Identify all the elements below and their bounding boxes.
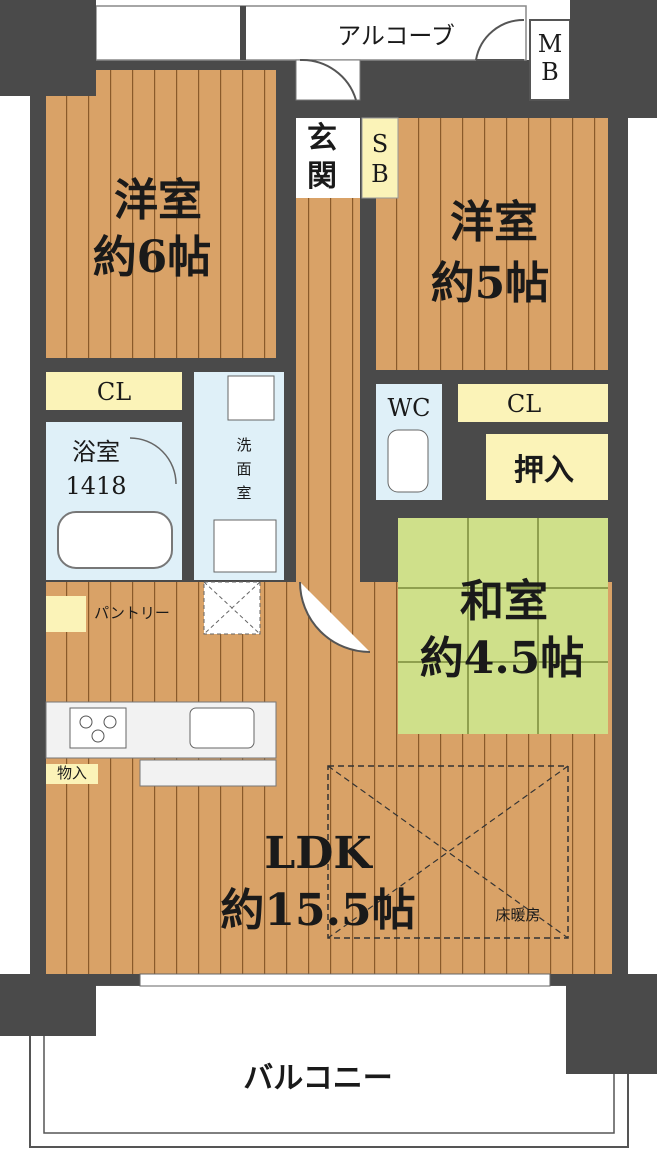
wc-label: WC	[387, 394, 430, 422]
western-5-size: 約5帖	[431, 258, 550, 309]
sb-label-b: B	[371, 160, 389, 188]
tatami-room	[398, 518, 608, 734]
western-5-floor	[376, 118, 608, 370]
corner-column-br	[566, 974, 657, 1074]
western-5-name: 洋室	[450, 197, 538, 248]
mb-label-b: B	[541, 58, 559, 86]
western-6-floor	[46, 70, 276, 358]
ldk-size: 約15.5帖	[220, 885, 415, 936]
oshiire	[486, 434, 608, 500]
balcony-window	[139, 973, 551, 987]
balcony-label: バルコニー	[243, 1061, 392, 1096]
japanese-room-name: 和室	[460, 576, 548, 627]
entrance-label-1: 玄	[307, 121, 337, 156]
floor-heating-label: 床暖房	[495, 906, 540, 924]
pantry	[46, 596, 86, 632]
entrance-label-2: 関	[307, 159, 337, 194]
corner-column-tr	[570, 0, 657, 118]
western-6-name: 洋室	[114, 175, 202, 226]
toilet	[387, 429, 429, 493]
corner-column-tl	[0, 0, 96, 96]
sb-label-s: S	[372, 130, 388, 158]
closet-left-label: CL	[97, 378, 131, 406]
bath-label: 浴室	[72, 438, 120, 466]
western-6-size: 約6帖	[93, 232, 212, 283]
storage-label: 物入	[57, 764, 87, 782]
washer	[227, 375, 275, 421]
hallway-floor	[296, 196, 360, 582]
alcove-label: アルコーブ	[337, 22, 455, 50]
wash-basin	[213, 519, 277, 573]
bath-size-label: 1418	[65, 472, 126, 500]
mb-label-m: M	[538, 30, 563, 58]
closet-right	[458, 384, 608, 422]
entrance-floor	[296, 118, 360, 198]
oshiire-label: 押入	[514, 453, 574, 488]
japanese-room-size: 約4.5帖	[420, 633, 585, 684]
alcove	[95, 5, 527, 101]
washroom-label-1: 洗	[236, 436, 251, 454]
closet-left	[46, 372, 182, 410]
closet-right-label: CL	[507, 390, 541, 418]
kitchen-counter	[45, 701, 277, 787]
bathtub	[57, 511, 173, 569]
meter-box	[529, 19, 571, 101]
floor-heating-area	[327, 765, 569, 939]
storage-closet	[46, 764, 98, 784]
washroom-label-2: 面	[236, 460, 251, 478]
corner-column-bl	[0, 974, 96, 1036]
shoe-box	[361, 117, 399, 199]
ldk-name: LDK	[264, 828, 373, 879]
washroom-label-3: 室	[236, 484, 251, 502]
pantry-label: パントリー	[94, 604, 170, 622]
